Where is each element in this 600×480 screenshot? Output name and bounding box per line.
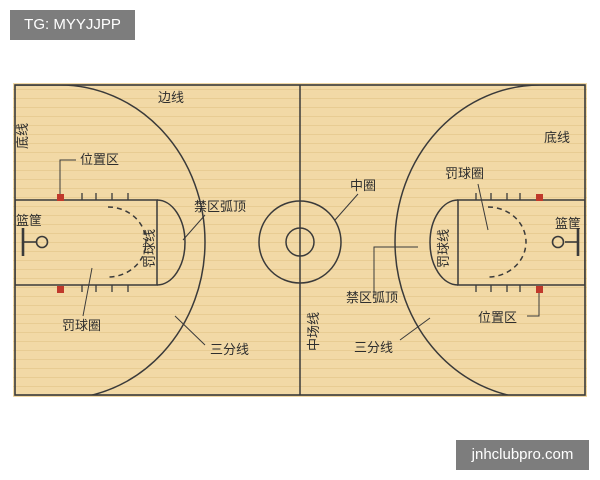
label-position-area-left: 位置区 — [80, 153, 119, 168]
three-point-line-right — [394, 85, 585, 395]
label-basket-left: 篮筐 — [16, 213, 42, 229]
position-marker-right-bottom — [536, 286, 543, 293]
label-position-area-right: 位置区 — [478, 311, 517, 326]
leader-position-right — [527, 293, 540, 317]
lane-hashes-left — [81, 193, 129, 292]
key-arc-right — [429, 199, 459, 286]
leader-threept-left — [174, 315, 206, 346]
label-three-point-left: 三分线 — [210, 343, 249, 358]
center-circle-outer — [258, 200, 342, 284]
label-free-throw-line-left: 罚球线 — [143, 229, 158, 268]
watermark-bottom: jnhclubpro.com — [456, 440, 589, 470]
label-three-point-right: 三分线 — [354, 341, 393, 356]
leader-ftcircle-left — [82, 267, 93, 317]
label-half-court-line: 中场线 — [307, 312, 322, 351]
free-throw-circle-dashed-right — [487, 206, 527, 278]
key-lane-right — [457, 199, 585, 286]
label-sideline: 边线 — [158, 91, 184, 106]
basket-right-icon — [551, 235, 565, 249]
label-free-throw-line-right: 罚球线 — [437, 229, 452, 268]
label-key-arc-right: 禁区弧顶 — [346, 291, 398, 306]
label-center-circle: 中圈 — [350, 179, 376, 194]
basket-left-icon — [35, 235, 49, 249]
key-lane-left — [15, 199, 158, 286]
label-free-throw-circle-left: 罚球圈 — [62, 319, 101, 334]
key-arc-left — [156, 199, 186, 286]
label-baseline-left: 底线 — [15, 123, 31, 149]
leader-ftcircle-right — [477, 183, 489, 231]
label-basket-right: 篮筐 — [555, 216, 581, 232]
position-marker-right-top — [536, 194, 543, 201]
label-baseline-right: 底线 — [544, 130, 570, 146]
leader-threept-right — [399, 317, 431, 341]
leader-center-circle — [334, 193, 359, 221]
leader-keyarc-left — [182, 214, 206, 241]
leader-keyarc-right — [373, 246, 418, 295]
free-throw-circle-dashed-left — [107, 206, 147, 278]
center-circle-inner — [285, 227, 315, 257]
leader-position-left — [59, 159, 76, 194]
lane-hashes-right — [475, 193, 521, 292]
position-marker-left-bottom — [57, 286, 64, 293]
label-free-throw-circle-right: 罚球圈 — [445, 167, 484, 182]
three-point-line-left — [15, 85, 206, 395]
watermark-top: TG: MYYJJPP — [10, 10, 135, 40]
position-marker-left-top — [57, 194, 64, 201]
label-key-arc-left: 禁区弧顶 — [194, 200, 246, 215]
